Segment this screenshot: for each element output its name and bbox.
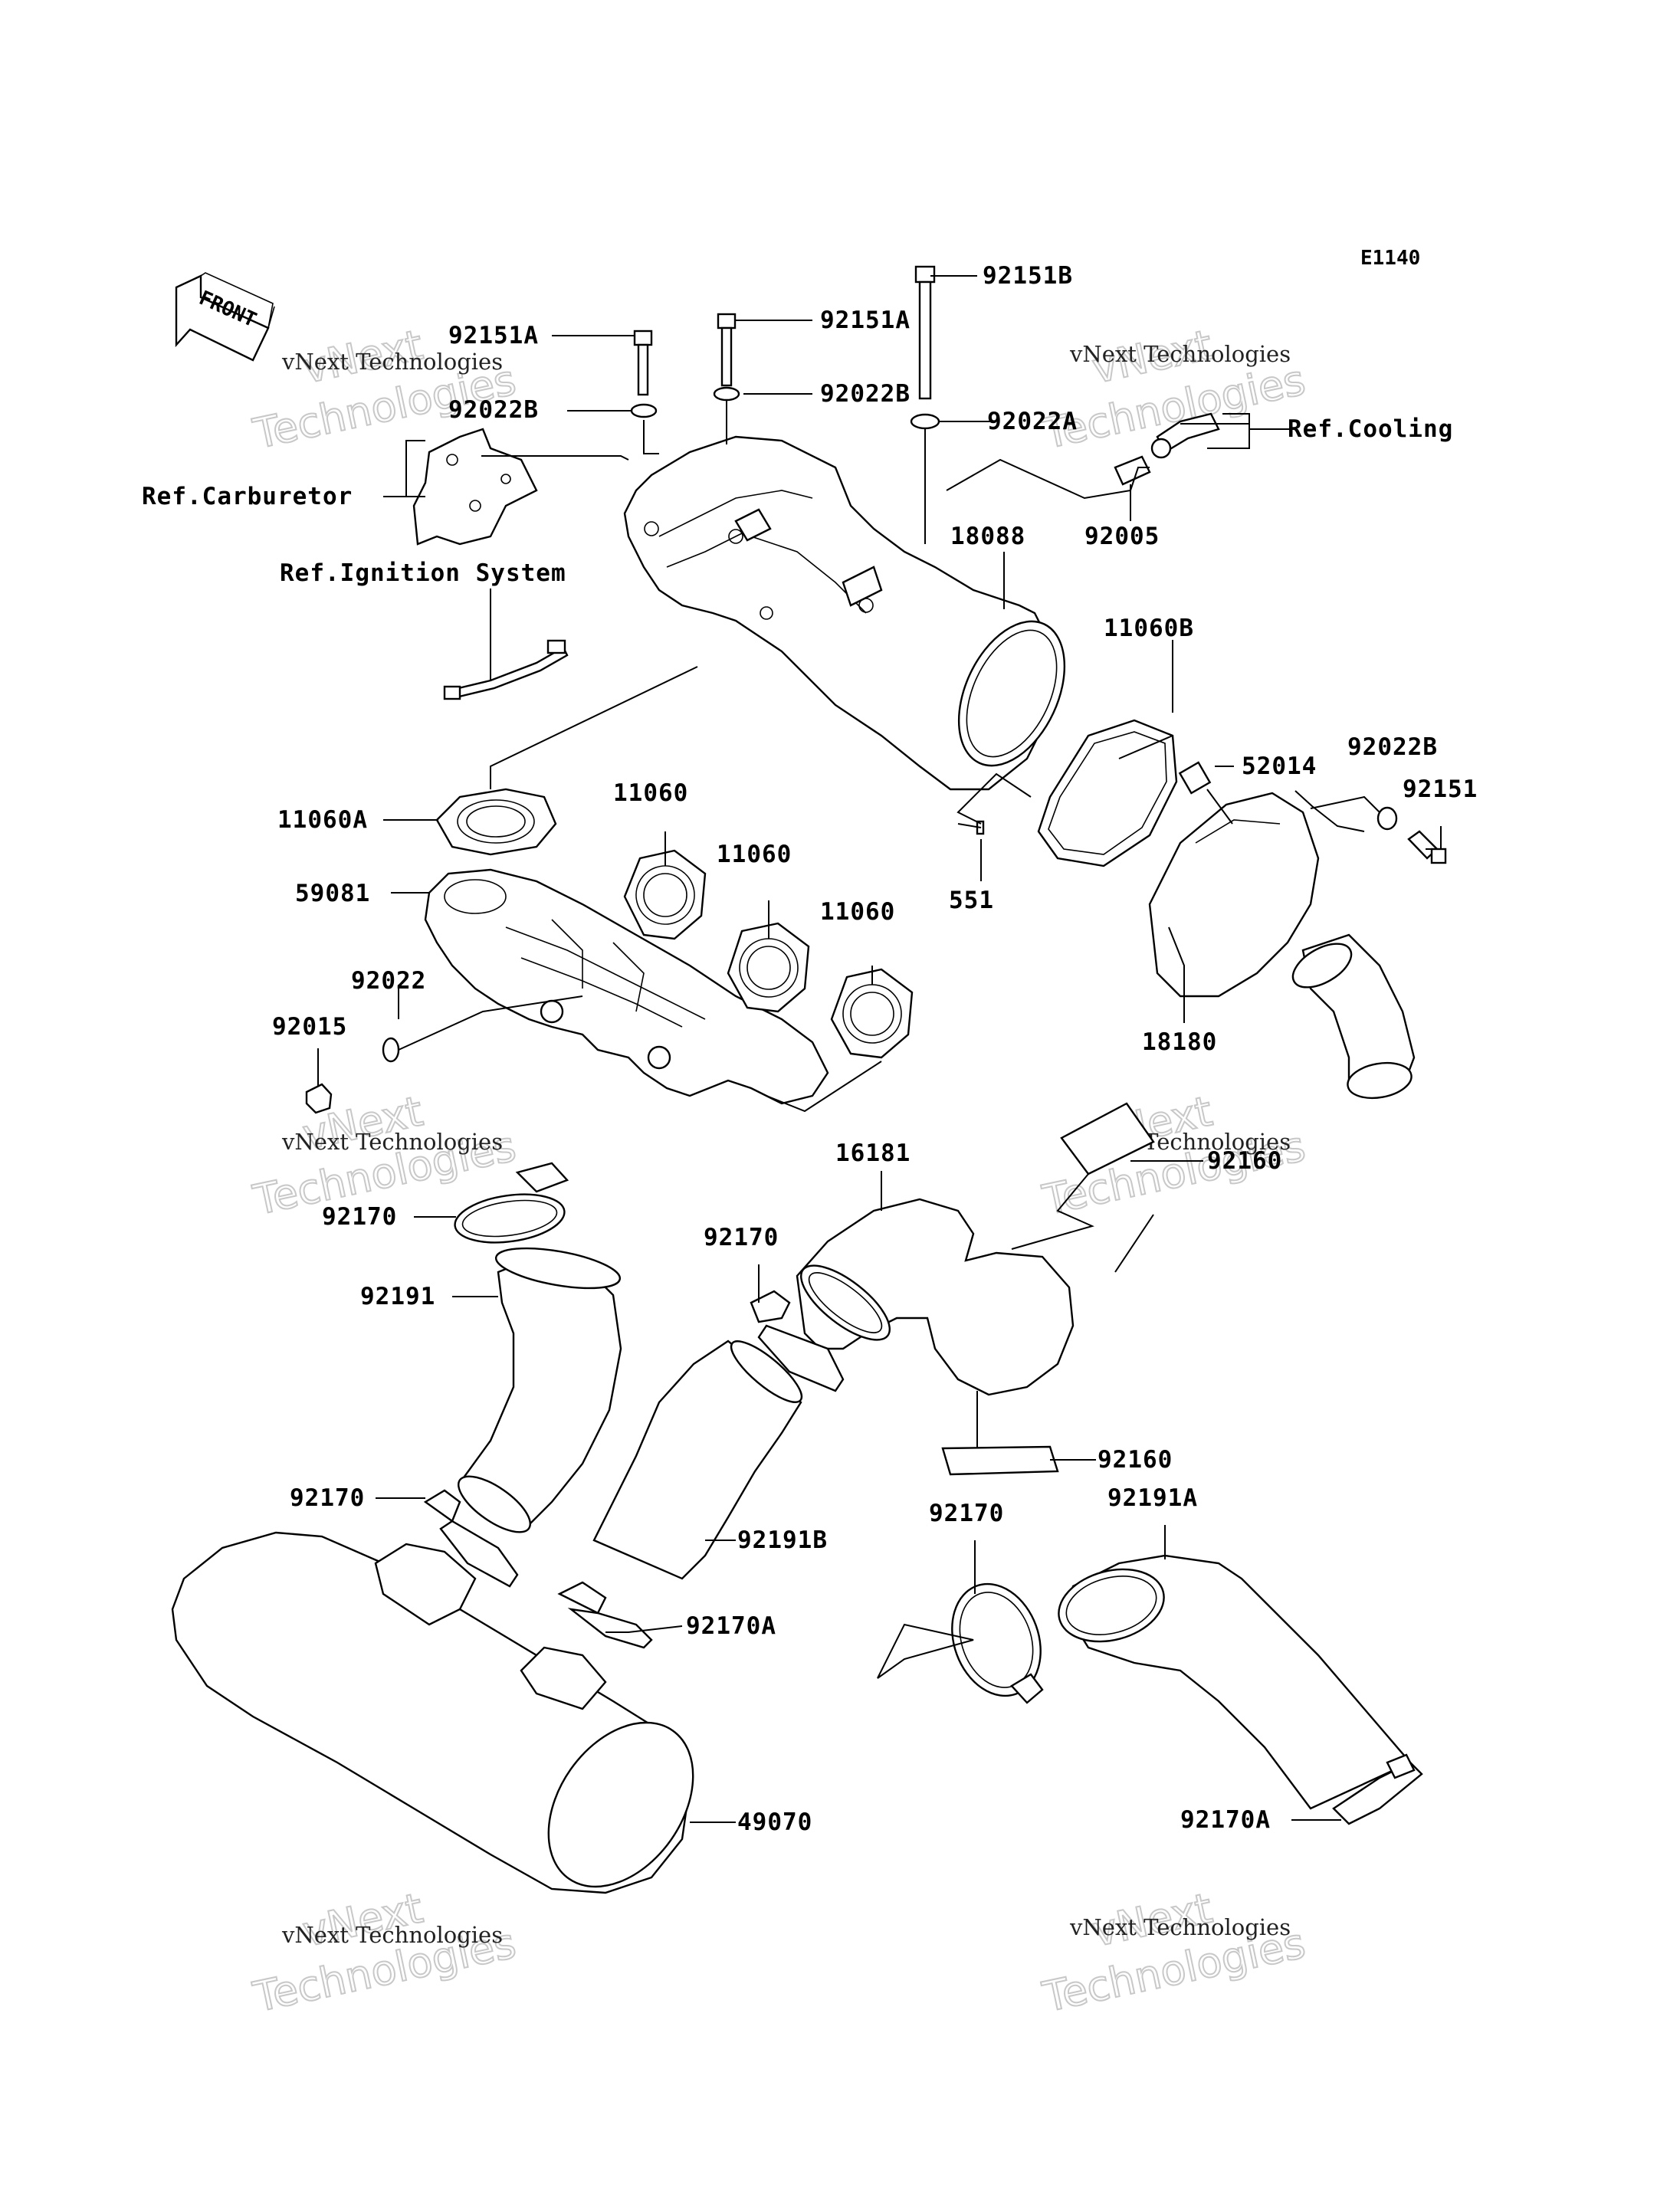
bolt-92151	[1407, 830, 1447, 864]
part-label-92151: 92151	[1403, 776, 1478, 803]
upper-exhaust-chamber	[623, 435, 1066, 791]
plug-52014	[1178, 761, 1212, 795]
front-arrow-icon: FRONT	[175, 272, 275, 362]
part-label-11060a: 11060A	[277, 806, 368, 834]
part-label-18180: 18180	[1142, 1028, 1217, 1056]
washer-92022a	[910, 413, 940, 430]
part-label-92022a: 92022A	[987, 408, 1078, 435]
washer-92022b-left	[630, 403, 658, 418]
diagram-code: E1140	[1360, 247, 1420, 270]
part-label-92170a-left: 92170A	[686, 1612, 776, 1640]
part-label-92170a-right: 92170A	[1180, 1806, 1271, 1834]
part-label-92170-top-left: 92170	[322, 1203, 397, 1231]
ref-cooling-label: Ref.Cooling	[1288, 415, 1453, 443]
clamp-92170-d	[951, 1582, 1044, 1704]
part-label-92151a-left: 92151A	[448, 322, 539, 349]
watermark-text: vNext Technologies	[1069, 341, 1291, 367]
clamp-92170-c	[423, 1489, 519, 1588]
gasket-11060-2	[727, 922, 810, 1013]
ref-ignition-label: Ref.Ignition System	[280, 559, 566, 587]
part-label-92160-bottom: 92160	[1098, 1446, 1173, 1474]
exhaust-manifold-59081	[424, 868, 829, 1105]
part-label-92160-top: 92160	[1207, 1147, 1282, 1175]
gasket-11060-1	[623, 849, 707, 940]
part-label-92191a: 92191A	[1107, 1484, 1198, 1512]
part-label-92022b-rear: 92022B	[1347, 733, 1438, 761]
watermark-text: vNext Technologies	[281, 1922, 503, 1948]
gasket-11060-3	[830, 968, 914, 1059]
patch-92160-top	[1060, 1102, 1155, 1176]
part-label-92022: 92022	[351, 967, 426, 995]
fitting-92005	[1114, 455, 1151, 486]
part-label-92151a-right: 92151A	[820, 307, 911, 334]
watermark-text: vNext Technologies	[281, 349, 503, 375]
part-label-92170-bottom-left: 92170	[290, 1484, 365, 1512]
rear-chamber-18180	[1148, 792, 1416, 1100]
clamp-92170a-right	[1332, 1753, 1423, 1825]
part-label-16181: 16181	[835, 1139, 911, 1167]
washer-92022b-right	[1376, 806, 1398, 831]
ignition-cable	[443, 639, 569, 700]
patch-92160-bottom	[941, 1445, 1059, 1476]
carburetor-bracket	[412, 428, 538, 546]
clamp-92170-b	[750, 1290, 845, 1392]
part-label-52014: 52014	[1242, 753, 1317, 780]
watermark-bottom-left: vNext Technologies vNext Technologies	[248, 1883, 520, 2022]
part-label-551: 551	[949, 887, 994, 914]
clamp-92170a-left	[557, 1581, 653, 1649]
gasket-11060b	[1037, 719, 1178, 867]
tube-16181	[796, 1198, 1075, 1396]
muffler-49070	[171, 1531, 694, 1894]
part-label-18088: 18088	[950, 523, 1025, 550]
leader-lines	[317, 275, 1442, 1823]
watermark-mid-left: vNext Technologies vNext Technologies	[248, 1086, 520, 1225]
part-label-92170-bottom-right: 92170	[929, 1500, 1004, 1527]
hose-92191b	[592, 1340, 803, 1580]
part-label-92151b: 92151B	[983, 262, 1073, 290]
hose-92191a	[1058, 1554, 1412, 1810]
part-label-59081: 59081	[295, 880, 370, 907]
part-label-11060-3: 11060	[820, 898, 895, 926]
ref-carburetor-label: Ref.Carburetor	[142, 483, 353, 510]
bolt-92151a-right	[717, 313, 737, 387]
part-label-92005: 92005	[1084, 523, 1160, 550]
part-label-92022b-right: 92022B	[820, 380, 911, 408]
part-label-92191: 92191	[360, 1283, 435, 1310]
clamp-92170-a	[454, 1162, 569, 1244]
part-label-11060b: 11060B	[1104, 615, 1194, 642]
part-label-49070: 49070	[737, 1808, 812, 1836]
hose-92191	[458, 1247, 622, 1533]
nut-92015	[305, 1083, 333, 1114]
watermark-bottom-right: vNext Technologies vNext Technologies	[1038, 1883, 1310, 2022]
part-label-92191b: 92191B	[737, 1526, 828, 1554]
bolt-92151a-left	[633, 330, 653, 396]
watermark-text: vNext Technologies	[1069, 1914, 1291, 1940]
washer-92022	[382, 1037, 400, 1063]
washer-92022b-right-top	[713, 386, 740, 402]
part-label-92015: 92015	[272, 1013, 347, 1041]
watermark-text: vNext Technologies	[281, 1129, 503, 1155]
part-label-92170-middle: 92170	[704, 1224, 779, 1251]
part-label-92022b-left: 92022B	[448, 396, 539, 424]
part-label-11060-2: 11060	[717, 841, 792, 868]
part-label-11060-1: 11060	[613, 779, 688, 807]
bolt-92151b	[914, 265, 936, 400]
gasket-11060a	[435, 788, 557, 856]
